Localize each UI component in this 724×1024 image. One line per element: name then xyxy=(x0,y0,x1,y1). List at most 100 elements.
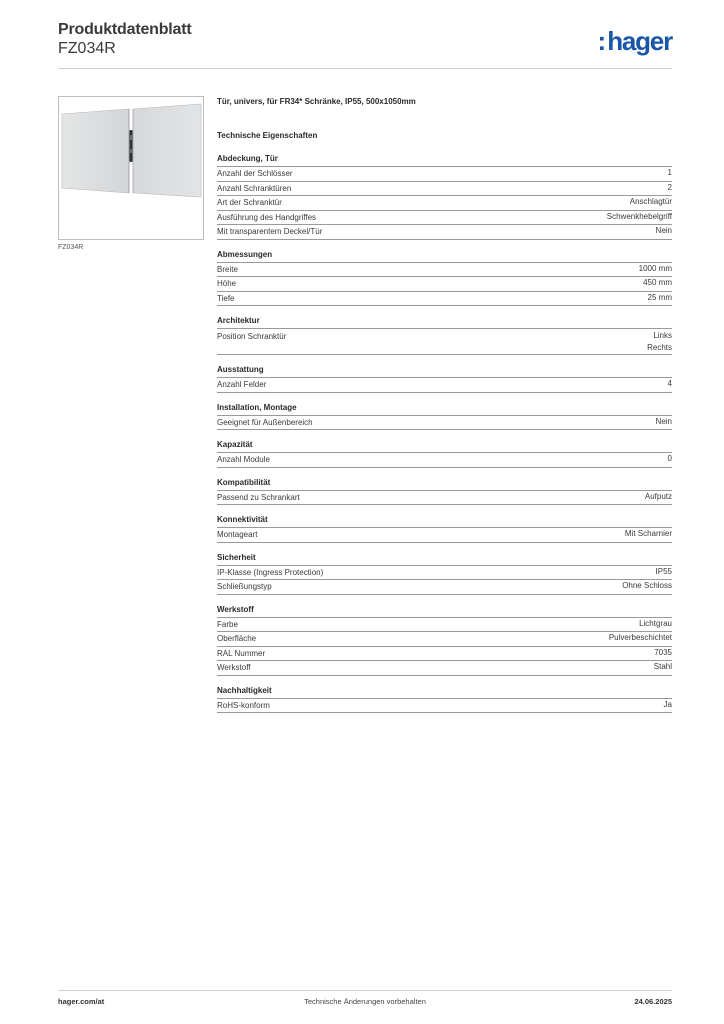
technical-properties-title: Technische Eigenschaften xyxy=(217,131,318,140)
property-label: Montageart xyxy=(217,530,258,539)
property-label: Passend zu Schrankart xyxy=(217,492,300,502)
property-value-item: Anschlagtür xyxy=(629,197,672,206)
property-value-item: Ohne Schloss xyxy=(622,581,672,590)
property-label: Position Schranktür xyxy=(217,332,287,341)
property-value-item: Nein xyxy=(655,416,672,426)
property-value-item: 0 xyxy=(667,454,672,463)
footer-website: hager.com/at xyxy=(58,997,105,1006)
section-title: Installation, Montage xyxy=(217,402,672,416)
property-label: RoHS-konform xyxy=(217,700,270,710)
property-row: Anzahl Module 0 xyxy=(217,453,672,468)
property-value-item: Ja xyxy=(663,699,672,709)
property-value: Mit Scharnier xyxy=(625,528,672,542)
property-label: Oberfläche xyxy=(217,634,257,643)
property-value: Lichtgrau xyxy=(639,618,672,632)
property-label: Breite xyxy=(217,264,238,274)
section-title: Architektur xyxy=(217,315,672,329)
product-description: Tür, univers, für FR34* Schränke, IP55, … xyxy=(217,97,416,106)
property-value: Nein xyxy=(656,225,672,239)
property-label: Mit transparentem Deckel/Tür xyxy=(217,227,323,236)
cabinet-door-image xyxy=(61,103,202,198)
property-label: Werkstoff xyxy=(217,663,251,672)
property-value: 450 mm xyxy=(643,277,672,291)
property-value: Anschlagtür xyxy=(630,196,672,210)
property-value-item: Lichtgrau xyxy=(639,618,672,628)
property-value: 0 xyxy=(668,453,672,467)
property-value: Pulverbeschichtet xyxy=(609,632,672,646)
property-label: Schließungstyp xyxy=(217,582,272,591)
section-title: Werkstoff xyxy=(217,604,672,618)
property-label: Ausführung des Handgriffes xyxy=(217,212,317,222)
property-value-item: IP55 xyxy=(655,566,672,576)
property-value: 2 xyxy=(668,182,672,196)
property-row: Tiefe 25 mm xyxy=(217,292,672,306)
section-title: Nachhaltigkeit xyxy=(217,685,672,699)
property-row: Passend zu Schrankart Aufputz xyxy=(217,491,672,505)
property-value-item: 450 mm xyxy=(643,278,672,287)
property-value: 1000 mm xyxy=(639,263,672,277)
property-row: Art der Schranktür Anschlagtür xyxy=(217,196,672,211)
article-number: FZ034R xyxy=(58,40,116,57)
property-value-item: Nein xyxy=(655,226,672,235)
property-value: 1 xyxy=(668,167,672,181)
section-title: Kompatibilität xyxy=(217,477,672,491)
section-title: Abmessungen xyxy=(217,249,672,263)
property-value: Stahl xyxy=(654,661,672,675)
property-value: Nein xyxy=(656,416,672,430)
property-row: IP-Klasse (Ingress Protection)IP55 xyxy=(217,566,672,580)
property-value: Ohne Schloss xyxy=(622,580,672,594)
property-value-item: Pulverbeschichtet xyxy=(608,633,672,642)
property-value-item: 25 mm xyxy=(647,292,672,302)
hager-logo: :hager xyxy=(598,26,674,56)
property-label: Farbe xyxy=(217,619,238,629)
page-header: Produktdatenblatt FZ034R :hager xyxy=(58,20,674,68)
page-footer: hager.com/at Technische Änderungen vorbe… xyxy=(58,997,672,1009)
property-value-item: Aufputz xyxy=(644,491,672,501)
footer-date: 24.06.2025 xyxy=(634,997,672,1006)
property-row: Mit transparentem Deckel/Tür Nein xyxy=(217,225,672,240)
property-row: Anzahl Felder 4 xyxy=(217,378,672,393)
property-label: Anzahl Felder xyxy=(217,380,267,389)
property-value-item: Rechts xyxy=(647,342,672,352)
product-content: Tür, univers, für FR34* Schränke, IP55, … xyxy=(217,96,672,722)
page-title: Produktdatenblatt xyxy=(58,21,192,38)
property-row: Montageart Mit Scharnier xyxy=(217,528,672,543)
section-title: Ausstattung xyxy=(217,364,672,378)
header-divider xyxy=(58,68,672,69)
property-value: 7035 xyxy=(654,647,672,661)
property-value-item: 1 xyxy=(667,168,672,177)
footer-divider xyxy=(58,990,672,991)
property-value-item: Stahl xyxy=(653,662,672,671)
property-value: 25 mm xyxy=(648,292,672,306)
property-row: Farbe Lichtgrau xyxy=(217,618,672,632)
logo-text: hager xyxy=(607,26,673,56)
property-row: Werkstoff Stahl xyxy=(217,661,672,676)
property-label: Art der Schranktür xyxy=(217,198,282,207)
property-label: Tiefe xyxy=(217,293,235,303)
property-label: Geeignet für Außenbereich xyxy=(217,417,313,427)
section-title: Sicherheit xyxy=(217,552,672,566)
property-label: Anzahl Module xyxy=(217,455,270,464)
property-value: Schwenkhebelgriff xyxy=(607,211,672,225)
property-row: Geeignet für Außenbereich Nein xyxy=(217,416,672,430)
property-value-item: 4 xyxy=(667,379,672,388)
property-row: Ausführung des Handgriffes Schwenkhebelgr… xyxy=(217,211,672,225)
property-row: RoHS-konform Ja xyxy=(217,699,672,713)
property-label: Anzahl der Schlösser xyxy=(217,169,293,178)
section-title: Kapazität xyxy=(217,439,672,453)
property-value-item: 2 xyxy=(667,182,672,192)
property-value-item: 1000 mm xyxy=(638,263,672,273)
section-title: Abdeckung, Tür xyxy=(217,153,672,167)
